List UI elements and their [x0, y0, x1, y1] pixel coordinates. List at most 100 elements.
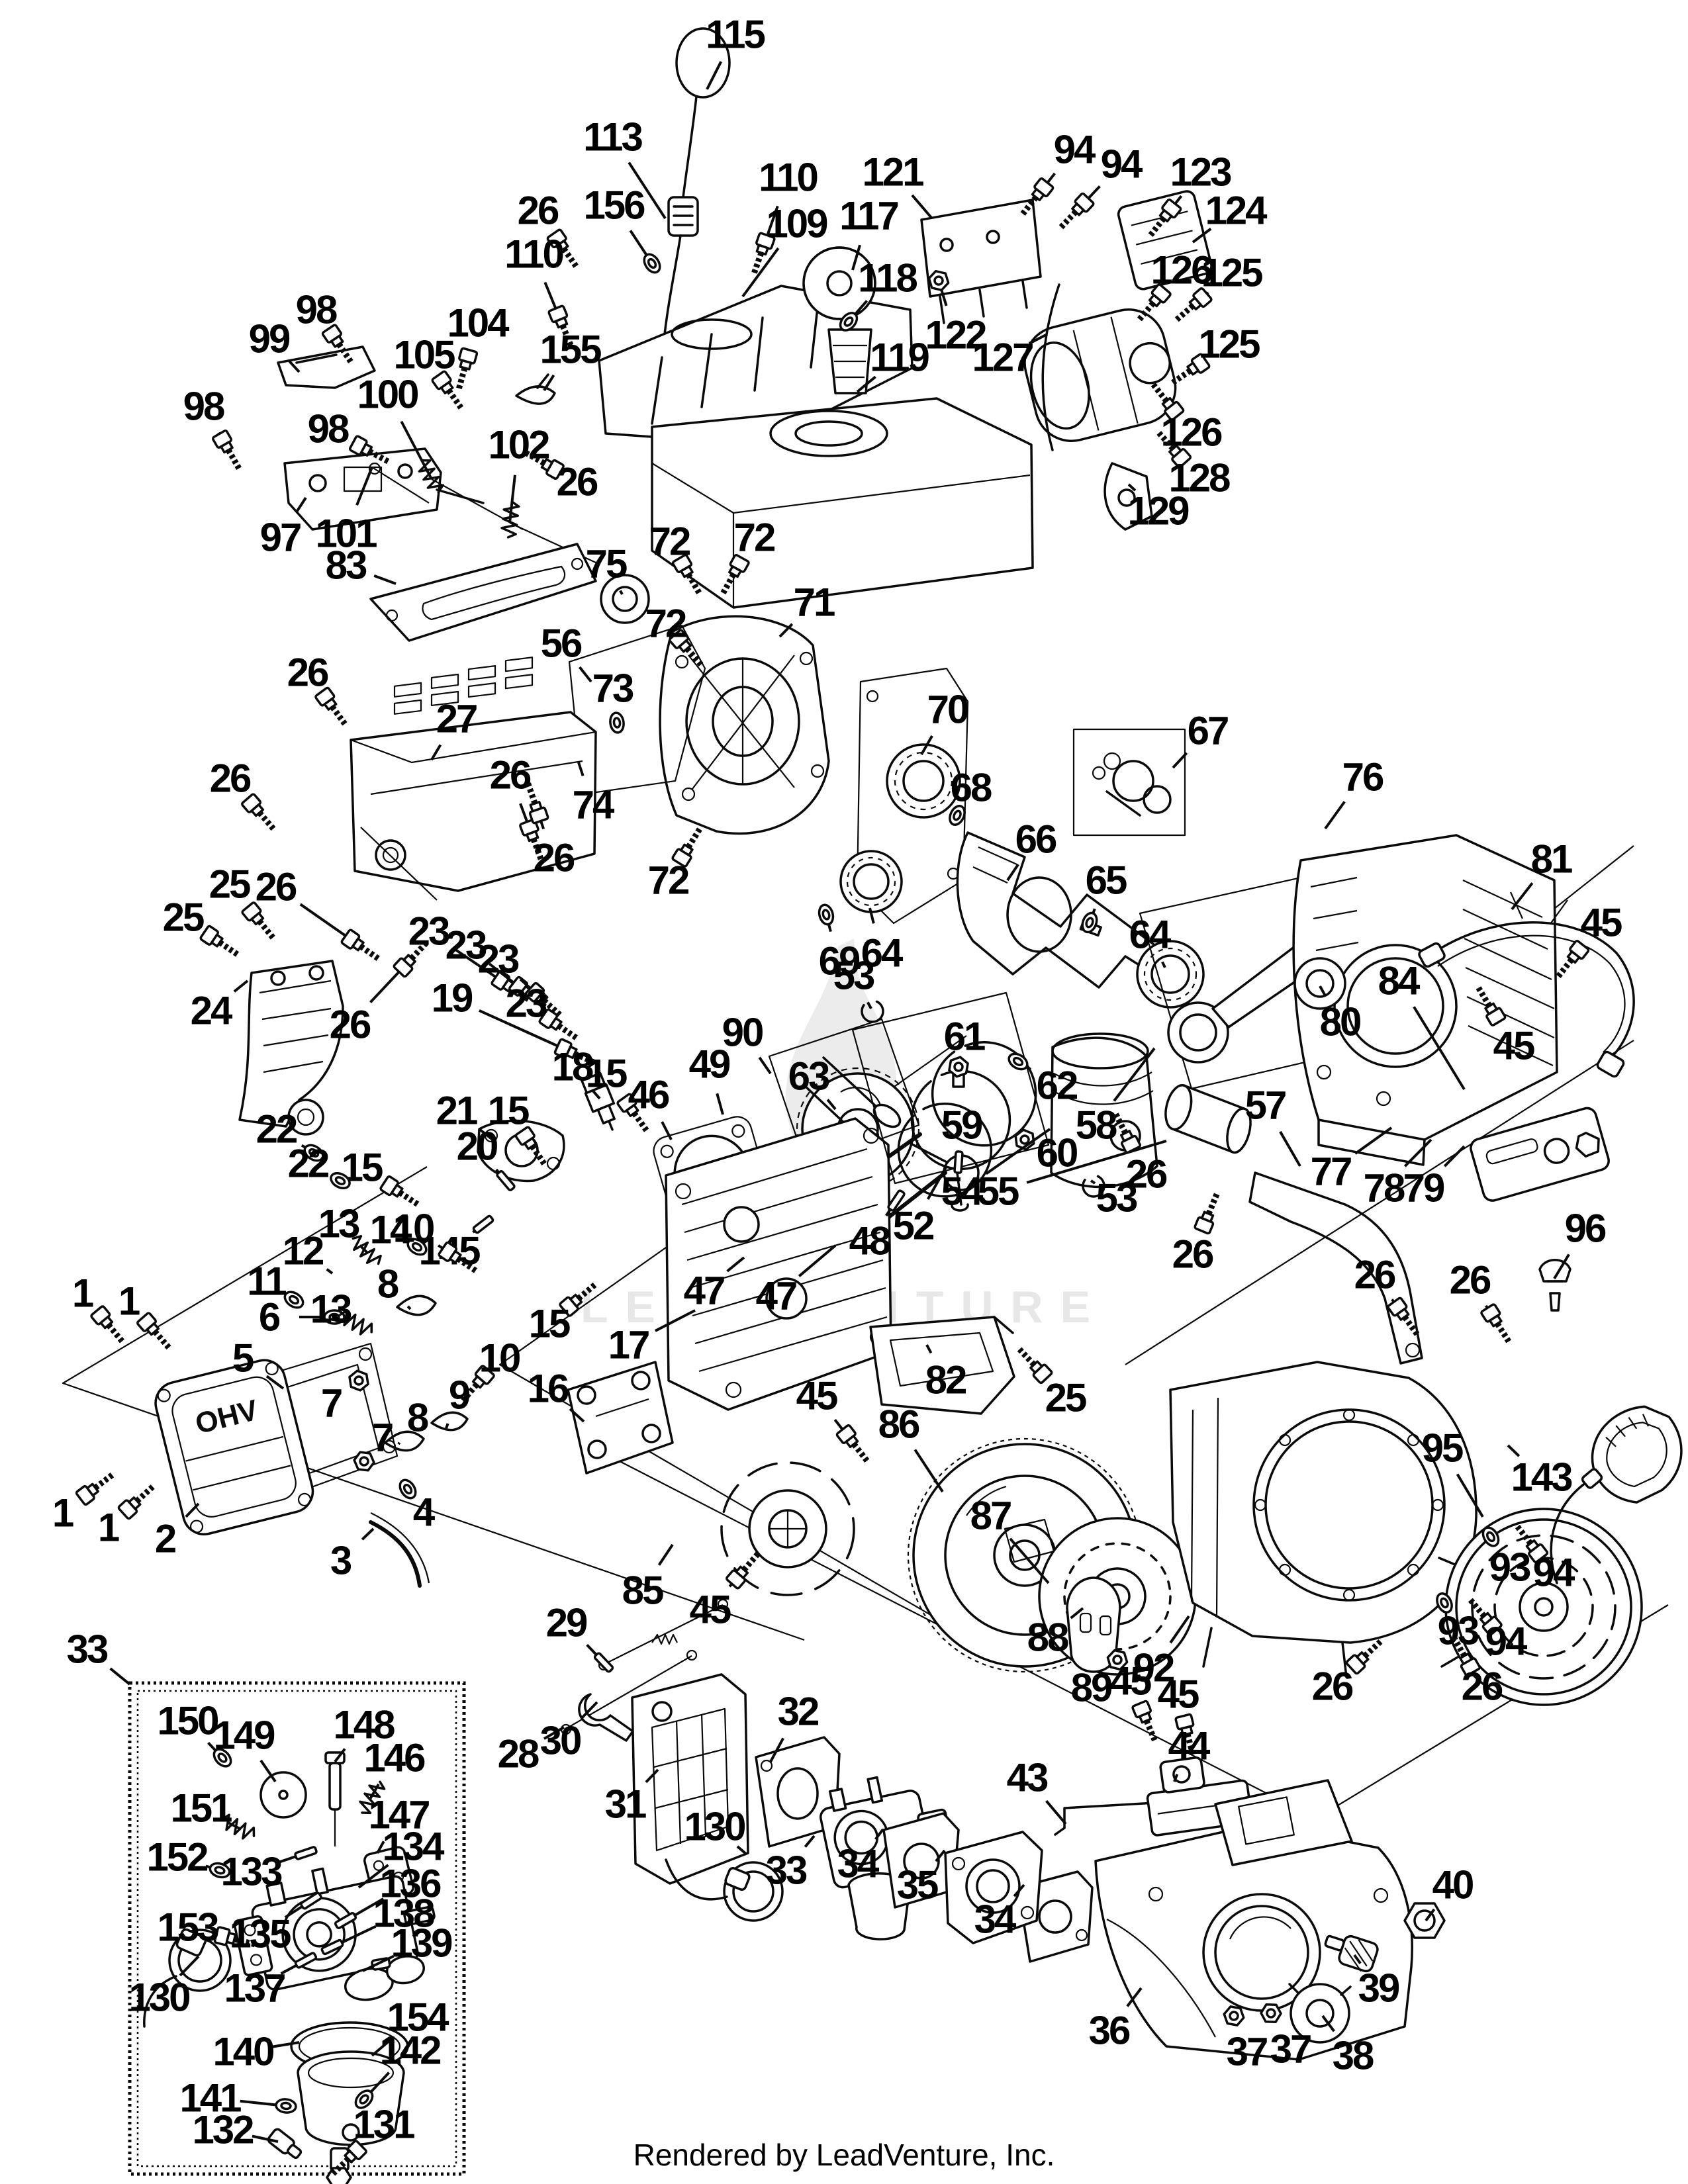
leader-line — [628, 161, 667, 220]
part-number-59: 59 — [941, 1103, 982, 1148]
part-number-22: 22 — [288, 1142, 328, 1186]
part-number-26: 26 — [1126, 1152, 1167, 1197]
part-number-138: 138 — [373, 1891, 434, 1936]
part-number-125: 125 — [1201, 251, 1262, 295]
leader-line — [1324, 801, 1346, 830]
leader-line — [1553, 1253, 1570, 1280]
part-number-6: 6 — [259, 1295, 280, 1340]
control-clamp — [515, 373, 556, 405]
part-number-96: 96 — [1565, 1206, 1606, 1251]
part-number-23: 23 — [445, 923, 487, 968]
leader-line — [1511, 882, 1534, 911]
part-number-72: 72 — [649, 520, 690, 564]
leader-line — [406, 1305, 412, 1310]
part-number-75: 75 — [586, 542, 627, 586]
part-number-35: 35 — [897, 1863, 938, 1907]
part-number-131: 131 — [353, 2103, 414, 2147]
part-number-139: 139 — [391, 1921, 452, 1966]
leader-line — [1321, 2015, 1336, 2032]
part-number-70: 70 — [927, 688, 968, 732]
part-number-117: 117 — [839, 194, 898, 238]
part-number-18: 18 — [552, 1045, 593, 1089]
part-number-79: 79 — [1403, 1166, 1444, 1210]
leader-line — [726, 1256, 745, 1273]
leader-line — [1279, 1130, 1301, 1167]
leader-line — [920, 735, 933, 755]
part-number-143: 143 — [1511, 1455, 1572, 1500]
part-number-25: 25 — [1045, 1376, 1086, 1420]
inset-throttle-shaft — [324, 1751, 346, 1846]
leader-line — [580, 1701, 598, 1720]
leader-line — [1354, 1126, 1393, 1155]
part-number-17: 17 — [608, 1323, 649, 1367]
governor-link — [368, 462, 430, 504]
part-number-26: 26 — [1462, 1664, 1503, 1709]
part-number-115: 115 — [706, 13, 765, 57]
part-number-72: 72 — [648, 858, 688, 903]
part-number-11: 11 — [247, 1259, 286, 1304]
part-number-89: 89 — [1071, 1666, 1112, 1710]
nut-icon — [947, 1054, 970, 1079]
part-number-26: 26 — [490, 753, 531, 797]
leader-line — [376, 1841, 385, 1854]
part-number-26: 26 — [518, 189, 559, 233]
part-number-65: 65 — [1086, 858, 1127, 903]
part-number-93: 93 — [1438, 1609, 1479, 1653]
part-number-22: 22 — [256, 1107, 297, 1152]
intake-adapter-35 — [944, 1831, 1043, 1944]
fuel-strainer — [827, 328, 872, 394]
part-number-1: 1 — [52, 1491, 73, 1535]
starter-cup — [1066, 1576, 1121, 1673]
leader-line — [778, 623, 794, 638]
crankcase-gasket-70 — [856, 667, 969, 925]
leader-line — [826, 1099, 837, 1111]
cylinder-head — [665, 1117, 892, 1411]
part-number-121: 121 — [862, 150, 923, 195]
choke-link-30 — [578, 1693, 634, 1742]
leader-line — [1013, 1884, 1025, 1897]
part-number-43: 43 — [1007, 1756, 1048, 1800]
bushing-40 — [1403, 1902, 1446, 1939]
part-number-23: 23 — [478, 937, 519, 981]
valve-cover: OHV — [154, 1359, 314, 1535]
part-number-1: 1 — [118, 1279, 140, 1324]
part-number-63: 63 — [788, 1054, 829, 1099]
part-number-61: 61 — [944, 1015, 985, 1059]
stator-armature-85 — [720, 1461, 855, 1596]
part-number-72: 72 — [645, 602, 686, 646]
side-cover-36 — [1094, 1779, 1413, 2061]
part-number-26: 26 — [256, 865, 297, 909]
leader-line — [543, 374, 555, 392]
part-number-98: 98 — [308, 407, 349, 451]
part-number-40: 40 — [1432, 1863, 1473, 1907]
part-number-45: 45 — [1158, 1672, 1199, 1717]
part-number-2: 2 — [155, 1517, 175, 1561]
leader-line — [1443, 1145, 1466, 1167]
part-number-71: 71 — [794, 580, 835, 625]
leader-line — [935, 1849, 946, 1862]
leader-line — [508, 475, 516, 523]
leader-line — [657, 1543, 674, 1566]
washer-icon — [816, 902, 837, 927]
washer-icon — [608, 711, 626, 735]
leader-line — [397, 1441, 401, 1445]
leader-line — [619, 590, 624, 595]
inset-primer — [143, 1928, 232, 2028]
leader-line — [1507, 1444, 1521, 1457]
leader-line — [233, 979, 249, 993]
part-number-85: 85 — [622, 1569, 663, 1613]
main-bearing-left — [839, 850, 903, 913]
leader-line — [804, 1835, 816, 1848]
governor-gear-assembly — [1072, 728, 1186, 837]
washer-icon — [281, 1287, 307, 1312]
part-number-118: 118 — [858, 256, 917, 300]
part-number-45: 45 — [1110, 1659, 1151, 1704]
part-number-123: 123 — [1170, 150, 1231, 195]
fuel-tank — [651, 397, 1034, 609]
part-number-9: 9 — [449, 1373, 470, 1418]
part-number-33: 33 — [67, 1627, 108, 1672]
part-number-56: 56 — [541, 621, 582, 666]
leader-line — [1353, 1954, 1362, 1964]
leader-line — [1161, 961, 1166, 968]
